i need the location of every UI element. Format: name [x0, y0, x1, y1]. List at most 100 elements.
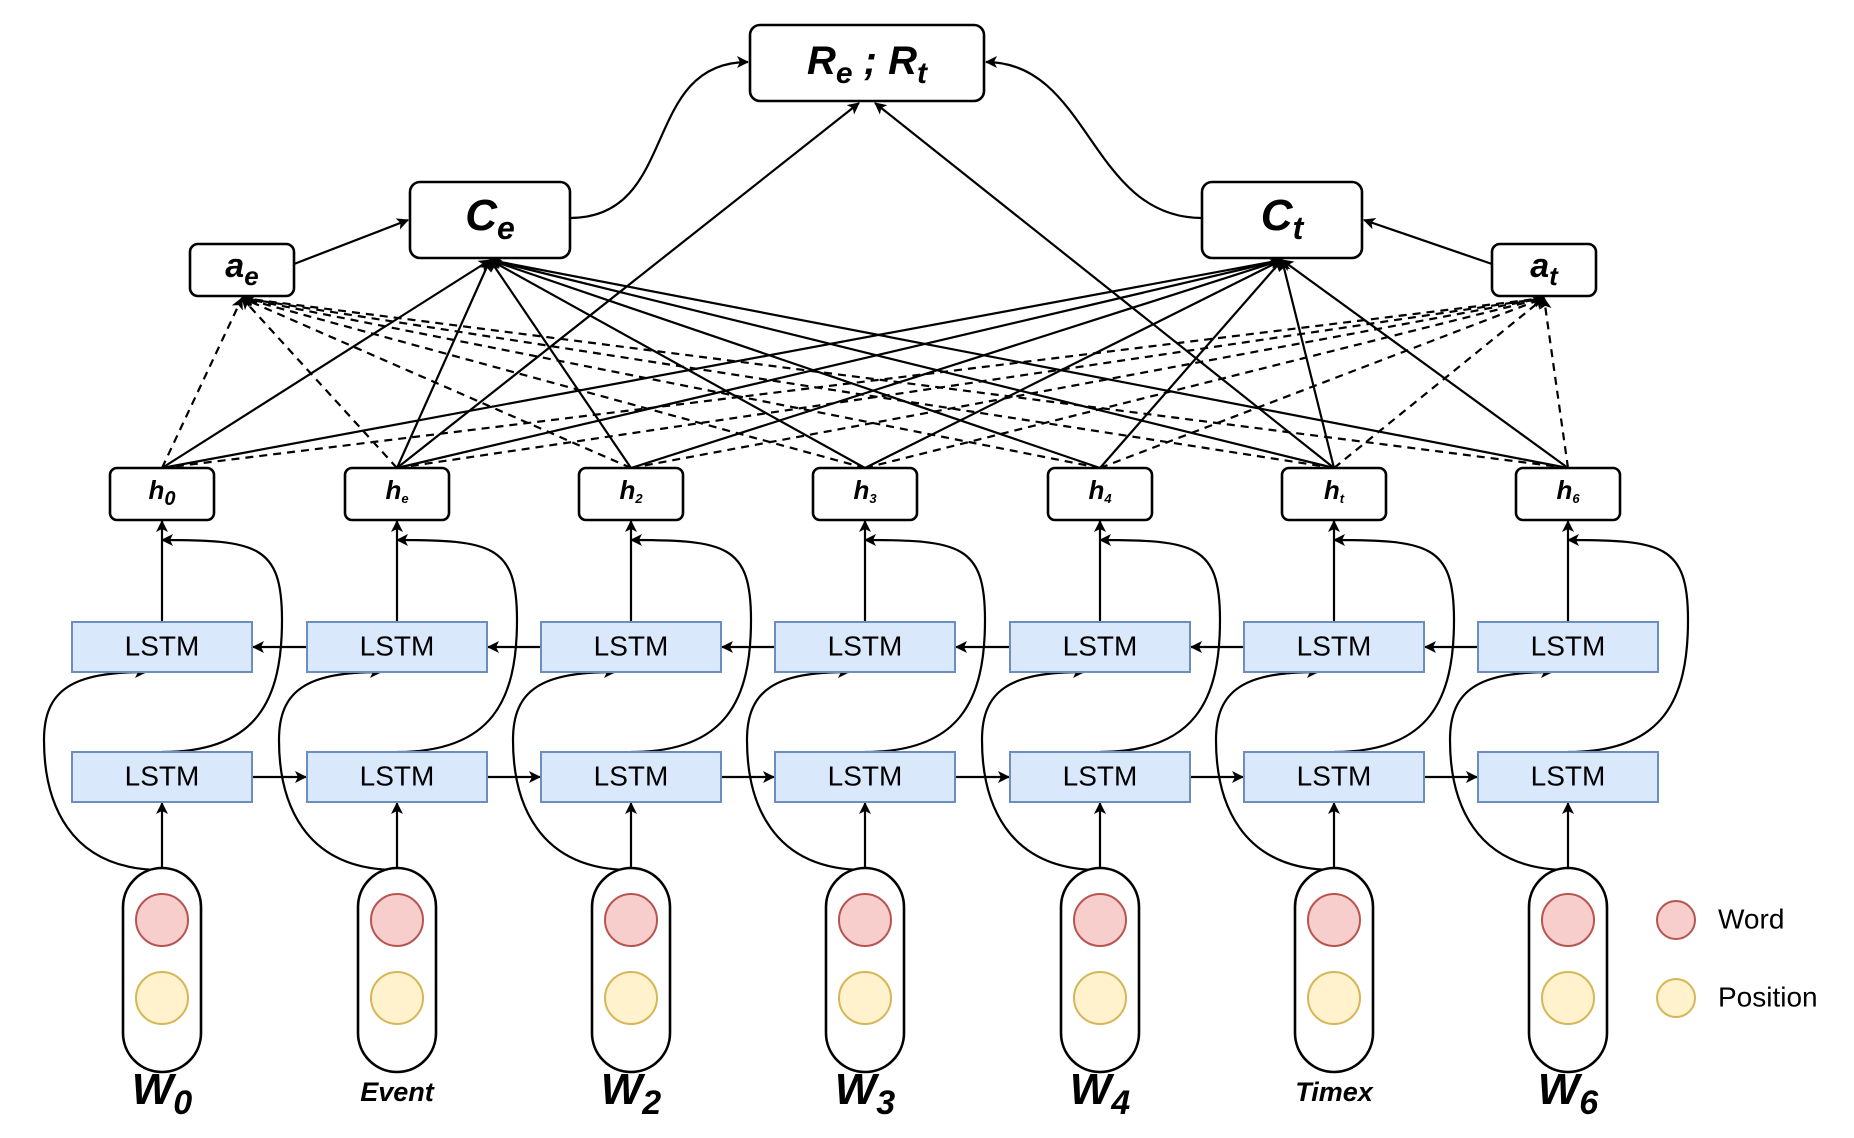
- legend-position-dot: [1656, 978, 1696, 1018]
- timex-attention-node: [1490, 242, 1598, 298]
- hidden-node-5: [1280, 466, 1388, 522]
- relation-output-node: [748, 23, 986, 103]
- position-embedding-dot-3: [838, 971, 892, 1025]
- he-to-top-edge: [396, 102, 860, 469]
- hidden-node-label-0-sub: 0: [164, 488, 175, 510]
- token-to-bw-edge-0: [42, 666, 163, 872]
- timex-context-node: [1200, 180, 1364, 260]
- ht-to-top-edge: [874, 102, 1335, 469]
- forward-lstm-label-1: LSTM: [360, 760, 435, 791]
- token-label-0-sub: 0: [173, 1084, 192, 1122]
- event-attention-label: ae: [225, 247, 258, 291]
- fw-lstm-to-h-edge-2: [630, 534, 753, 754]
- token-label-3: W3: [835, 1065, 896, 1122]
- fw-lstm-to-h-edge-4: [1099, 534, 1222, 754]
- hidden-node-3: [811, 466, 919, 522]
- context-edge-e-5: [489, 256, 1335, 470]
- fw-lstm-to-h-edge-1: [396, 534, 519, 754]
- fw-lstm-to-h-edge-5: [1333, 534, 1456, 754]
- ae-to-ce-edge: [293, 218, 409, 266]
- fw-lstm-to-h-edge-0: [161, 534, 284, 754]
- token-label-3-sub: 3: [876, 1084, 895, 1122]
- backward-lstm-3: [774, 621, 956, 673]
- position-embedding-dot-6: [1541, 971, 1595, 1025]
- position-embedding-dot-1: [370, 971, 424, 1025]
- attention-edge-e-5: [241, 293, 1335, 470]
- word-embedding-dot-4: [1073, 893, 1127, 947]
- fw-lstm-to-h-edge-6: [1567, 534, 1690, 754]
- position-embedding-dot-4: [1073, 971, 1127, 1025]
- timex-context-label: Ct: [1261, 191, 1305, 247]
- event-context-label-base: C: [465, 191, 498, 240]
- event-attention-label-sub: e: [244, 261, 258, 291]
- forward-lstm-label-2: LSTM: [594, 760, 669, 791]
- forward-lstm-2: [540, 751, 722, 803]
- relation-output-part-0: R: [807, 39, 836, 83]
- token-label-2: W2: [601, 1065, 662, 1122]
- hidden-node-label-6-sub: 6: [1572, 491, 1580, 506]
- word-embedding-dot-0: [135, 893, 189, 947]
- attention-edge-t-1: [396, 293, 1545, 470]
- relation-output-part-2: ;: [853, 39, 889, 83]
- timex-context-label-sub: t: [1293, 210, 1305, 246]
- token-label-3-base: W: [835, 1065, 880, 1114]
- word-embedding-dot-3: [838, 893, 892, 947]
- relation-output-part-4: t: [917, 57, 929, 90]
- position-embedding-dot-0: [135, 971, 189, 1025]
- hidden-node-2: [577, 466, 685, 522]
- backward-lstm-4: [1009, 621, 1191, 673]
- forward-lstm-4: [1009, 751, 1191, 803]
- forward-lstm-5: [1243, 751, 1425, 803]
- token-label-4-sub: 4: [1110, 1084, 1130, 1122]
- hidden-node-label-3-sub: 3: [869, 491, 877, 506]
- backward-lstm-label-0: LSTM: [125, 630, 200, 661]
- token-to-bw-edge-2: [511, 666, 632, 872]
- position-embedding-dot-2: [604, 971, 658, 1025]
- context-edge-t-6: [1281, 259, 1569, 469]
- forward-lstm-label-0: LSTM: [125, 760, 200, 791]
- word-embedding-dot-1: [370, 893, 424, 947]
- token-label-6-sub: 6: [1579, 1084, 1599, 1122]
- forward-lstm-label-6: LSTM: [1531, 760, 1606, 791]
- token-label-2-base: W: [601, 1065, 646, 1114]
- backward-lstm-label-2: LSTM: [594, 630, 669, 661]
- backward-lstm-label-3: LSTM: [828, 630, 903, 661]
- backward-lstm-1: [306, 621, 488, 673]
- token-label-0: W0: [132, 1065, 193, 1122]
- hidden-node-label-3-base: h: [853, 475, 869, 505]
- event-context-node: [408, 180, 572, 260]
- attention-edge-e-4: [241, 294, 1101, 470]
- timex-attention-label-sub: t: [1549, 261, 1559, 291]
- legend-word-dot: [1656, 900, 1696, 940]
- legend-word-label: Word: [1718, 903, 1784, 934]
- token-to-bw-edge-5: [1214, 666, 1335, 872]
- hidden-node-label-0: h0: [148, 475, 175, 510]
- hidden-node-label-1-base: h: [385, 475, 401, 505]
- hidden-node-label-4-sub: 4: [1103, 491, 1112, 506]
- hidden-node-label-2: h2: [619, 475, 643, 507]
- backward-lstm-6: [1477, 621, 1659, 673]
- at-to-ct-edge: [1363, 217, 1493, 266]
- backward-lstm-2: [540, 621, 722, 673]
- attention-edge-t-5: [1333, 297, 1545, 469]
- token-label-6-base: W: [1538, 1065, 1583, 1114]
- context-edge-t-3: [864, 259, 1283, 469]
- token-to-bw-edge-3: [745, 666, 866, 872]
- hidden-node-label-5-base: h: [1324, 475, 1340, 505]
- forward-lstm-1: [306, 751, 488, 803]
- hidden-node-label-0-base: h: [148, 475, 164, 505]
- edges: [42, 56, 1690, 872]
- hidden-node-label-3: h3: [853, 475, 877, 507]
- ct-to-top-edge: [985, 56, 1203, 220]
- backward-lstm-5: [1243, 621, 1425, 673]
- forward-lstm-label-5: LSTM: [1297, 760, 1372, 791]
- attention-edge-e-0: [161, 297, 243, 469]
- token-label-2-sub: 2: [641, 1084, 661, 1122]
- context-edge-t-4: [1099, 259, 1283, 469]
- token-label-4: W4: [1070, 1065, 1131, 1122]
- relation-output-label: Re ; Rt: [807, 39, 929, 90]
- backward-lstm-label-6: LSTM: [1531, 630, 1606, 661]
- timex-attention-label: at: [1530, 247, 1559, 291]
